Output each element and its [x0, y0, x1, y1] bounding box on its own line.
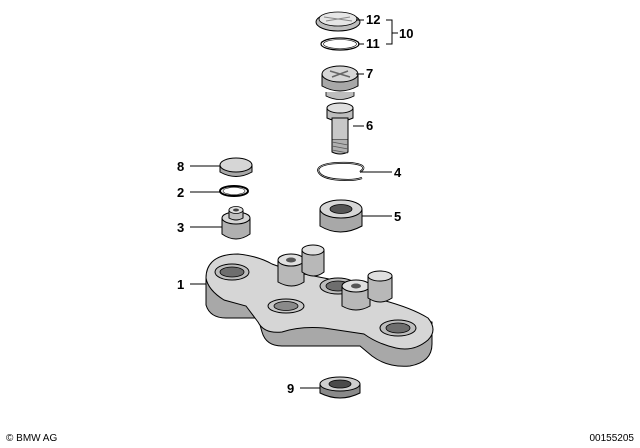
part-4-circlip	[316, 161, 365, 182]
callout-5: 5	[394, 209, 401, 224]
document-number: 00155205	[589, 433, 635, 444]
part-11-o-ring	[320, 37, 360, 51]
callout-7: 7	[366, 66, 373, 81]
callout-1: 1	[177, 277, 184, 292]
callout-3: 3	[177, 220, 184, 235]
copyright-label: © BMW AG	[6, 433, 58, 444]
callout-11: 11	[366, 36, 380, 51]
part-3-bushing	[221, 206, 251, 240]
part-8-cap	[219, 157, 253, 177]
part-2-ring	[219, 185, 249, 197]
part-9-seal	[319, 376, 361, 399]
part-6-bolt	[326, 102, 354, 155]
callout-8: 8	[177, 159, 184, 174]
leader-lines	[190, 19, 398, 389]
part-12-cap	[315, 11, 361, 32]
callout-6: 6	[366, 118, 373, 133]
part-1-fork-bridge	[205, 244, 434, 367]
part-5-bearing	[319, 199, 363, 233]
callout-labels: 12 11 10 7 6 4 5 8 2 3 1 9	[177, 12, 413, 396]
callout-12: 12	[366, 12, 380, 27]
callout-10: 10	[399, 26, 413, 41]
callout-2: 2	[177, 185, 184, 200]
part-7-plug	[321, 65, 359, 100]
callout-9: 9	[287, 381, 294, 396]
callout-4: 4	[394, 165, 402, 180]
